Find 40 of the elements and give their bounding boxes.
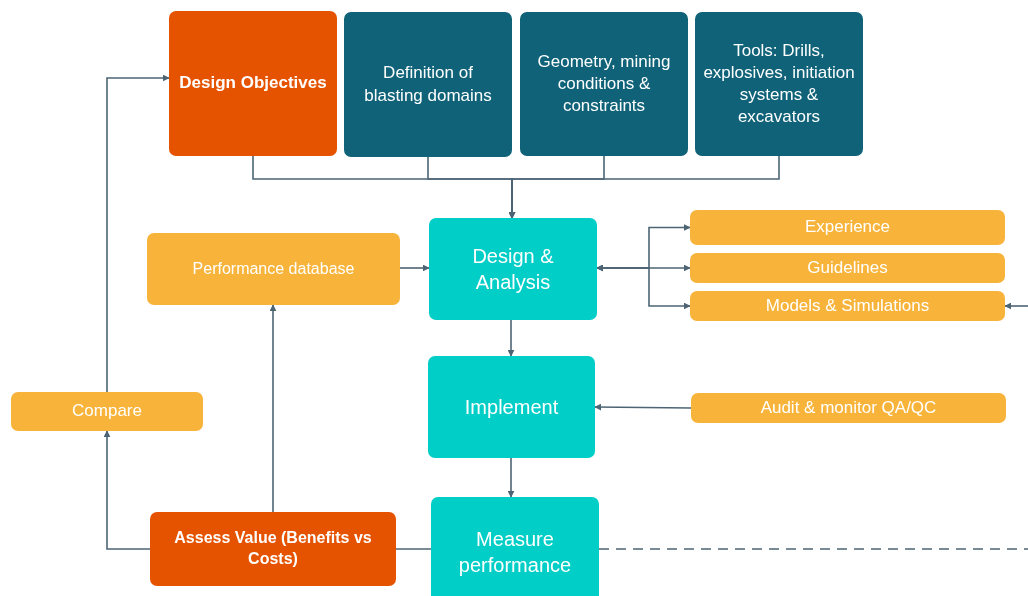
box-label: Design Objectives (179, 72, 327, 95)
arrow (508, 155, 780, 219)
arrow (106, 74, 170, 393)
box-label: Assess Value (Benefits vs Costs) (173, 528, 373, 569)
arrow (507, 457, 515, 498)
box-label: Audit & monitor QA/QC (760, 396, 937, 419)
box-label: Performance database (192, 258, 355, 279)
box-label: Compare (72, 400, 142, 423)
arrow (399, 264, 430, 272)
process-box (690, 253, 1005, 283)
process-box (690, 210, 1005, 245)
box-label: Tools: Drills, explosives, initiation systems & excavators (703, 39, 855, 129)
box-label: Definition of blasting domains (363, 62, 493, 107)
box-label: Models & Simulations (765, 294, 930, 317)
box-label: Experience (804, 216, 891, 239)
box-label: Implement (464, 395, 559, 420)
arrow (269, 304, 277, 513)
connector-line (395, 548, 432, 550)
box-label: Guidelines (807, 256, 888, 279)
process-box (428, 356, 595, 458)
process-box (150, 512, 396, 586)
process-box (344, 12, 512, 157)
process-box (147, 233, 400, 305)
process-box (431, 497, 599, 596)
process-box (429, 218, 597, 320)
process-box (169, 11, 337, 156)
box-label: Geometry, mining conditions & constraints (536, 50, 672, 118)
process-box (520, 12, 688, 156)
dashed-line (598, 548, 1028, 550)
box-label: Measure performance (457, 527, 573, 578)
process-box (690, 291, 1005, 321)
process-box (11, 392, 203, 431)
box-label: Design & Analysis (471, 244, 555, 295)
arrow (507, 319, 515, 357)
process-box (691, 393, 1006, 423)
process-box (695, 12, 863, 156)
arrow (1004, 302, 1028, 310)
arrow (103, 430, 151, 550)
arrow (594, 403, 692, 411)
arrow (596, 264, 691, 310)
